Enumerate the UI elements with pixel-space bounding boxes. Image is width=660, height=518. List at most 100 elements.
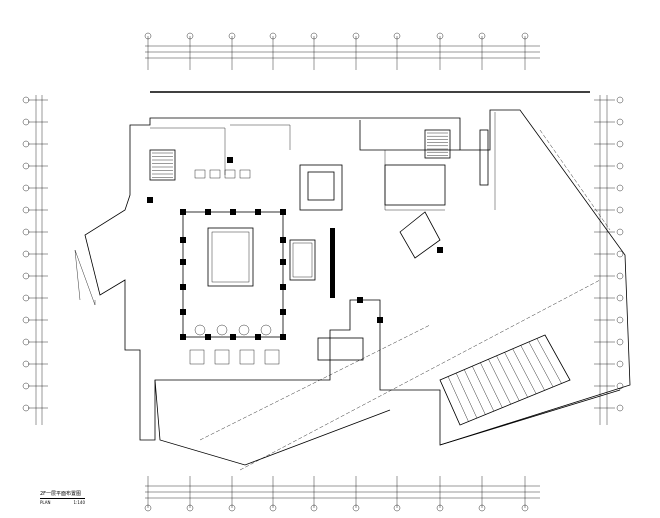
grid-bubble (144, 32, 152, 40)
stair-tread (512, 348, 537, 394)
column (147, 197, 153, 203)
dining-table (194, 169, 206, 179)
top-dimension-lines (145, 36, 540, 70)
stair-tread (536, 338, 562, 384)
stair-tread (544, 334, 571, 381)
column (377, 317, 383, 323)
grid-axis-bubbles (22, 32, 624, 512)
grid-bubble (22, 140, 30, 148)
grid-bubble (186, 504, 194, 512)
column (280, 259, 286, 265)
column (230, 334, 236, 340)
grid-bubble (22, 360, 30, 368)
column (227, 157, 233, 163)
grid-bubble (521, 32, 529, 40)
column (180, 334, 186, 340)
column (180, 237, 186, 243)
stair-tread (504, 352, 528, 398)
grid-bubble (22, 206, 30, 214)
grid-bubble (22, 404, 30, 412)
column (205, 209, 211, 215)
grid-bubble (616, 250, 624, 258)
stair-tread (447, 376, 469, 422)
grid-bubble (22, 338, 30, 346)
column (180, 284, 186, 290)
grid-bubble (22, 382, 30, 390)
grid-bubble (228, 504, 236, 512)
grid-bubble (269, 32, 277, 40)
grid-bubble (436, 504, 444, 512)
booth-seating (214, 349, 230, 365)
column (180, 209, 186, 215)
stair-tread (488, 359, 511, 405)
grid-bubble (616, 272, 624, 280)
column (280, 309, 286, 315)
grid-bubble (22, 162, 30, 170)
grid-bubble (352, 504, 360, 512)
column (230, 209, 236, 215)
stair-tread (455, 372, 478, 419)
booth-seating (239, 349, 255, 365)
grid-bubble (616, 294, 624, 302)
grid-bubble (22, 294, 30, 302)
grid-bubble (616, 338, 624, 346)
stair-tread (528, 341, 554, 388)
table-set (260, 324, 272, 336)
grid-bubble (521, 504, 529, 512)
grid-bubble (352, 32, 360, 40)
column (280, 284, 286, 290)
grid-lines-diagonal (199, 129, 611, 471)
stairs (149, 129, 571, 426)
table-set (194, 324, 206, 336)
grid-bubble (478, 504, 486, 512)
column (180, 309, 186, 315)
grid-bubble (22, 250, 30, 258)
grid-bubble (186, 32, 194, 40)
booth-seating (189, 349, 205, 365)
bottom-dimension-lines (145, 476, 540, 508)
grid-bubble (616, 96, 624, 104)
column (280, 237, 286, 243)
grid-bubble (616, 162, 624, 170)
grid-bubble (616, 404, 624, 412)
drawing-title: 2F一层平面布置图 (40, 490, 85, 499)
column (180, 259, 186, 265)
grid-bubble (616, 316, 624, 324)
stair-tread (480, 362, 503, 408)
table-set (216, 324, 228, 336)
column (280, 209, 286, 215)
grid-bubble (22, 272, 30, 280)
stair-tread (464, 369, 486, 415)
grid-bubble (393, 504, 401, 512)
grid-bubble (22, 96, 30, 104)
grid-bubble (616, 206, 624, 214)
column (357, 297, 363, 303)
grid-bubble (478, 32, 486, 40)
column (255, 334, 261, 340)
grid-bubble (310, 32, 318, 40)
stair-tread (472, 366, 495, 412)
grid-bubble (393, 32, 401, 40)
grid-bubble (144, 504, 152, 512)
grid-bubble (616, 184, 624, 192)
column (280, 334, 286, 340)
dining-table (209, 169, 221, 179)
grid-bubble (22, 228, 30, 236)
right-dimension-lines (594, 95, 615, 425)
building-walls (74, 91, 631, 466)
column (437, 247, 443, 253)
stair-tread (439, 379, 461, 426)
grid-bubble (22, 184, 30, 192)
lobby-area (147, 157, 446, 365)
table-set (238, 324, 250, 336)
grid-bubble (310, 504, 318, 512)
scale-label: 1:140 (73, 500, 85, 505)
grid-bubble (616, 360, 624, 368)
column (205, 334, 211, 340)
dining-table (224, 169, 236, 179)
stair-tread (520, 345, 545, 391)
grid-bubble (228, 32, 236, 40)
grid-bubble (616, 118, 624, 126)
column (255, 209, 261, 215)
